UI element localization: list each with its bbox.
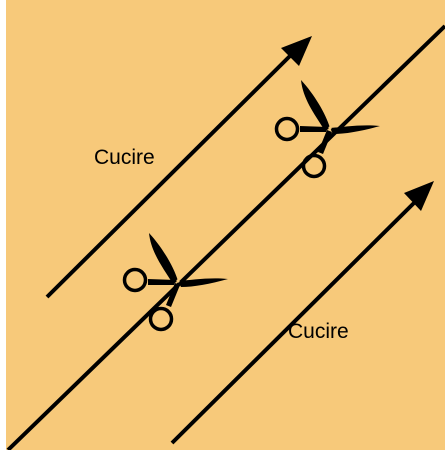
cut-line — [6, 24, 445, 450]
sew-line-upper-stroke — [45, 48, 298, 299]
sew-label-lower: Cucire — [288, 320, 349, 343]
scissors-icon — [274, 80, 380, 179]
sew-label-upper: Cucire — [94, 146, 155, 169]
fabric-background — [6, 0, 445, 450]
sew-line-lower — [170, 181, 434, 445]
arrow-head-icon — [281, 36, 312, 66]
arrow-head-icon — [404, 181, 434, 211]
scissors-icon — [122, 233, 228, 332]
sew-line-upper — [45, 36, 312, 299]
sew-line-lower-stroke — [170, 197, 420, 445]
